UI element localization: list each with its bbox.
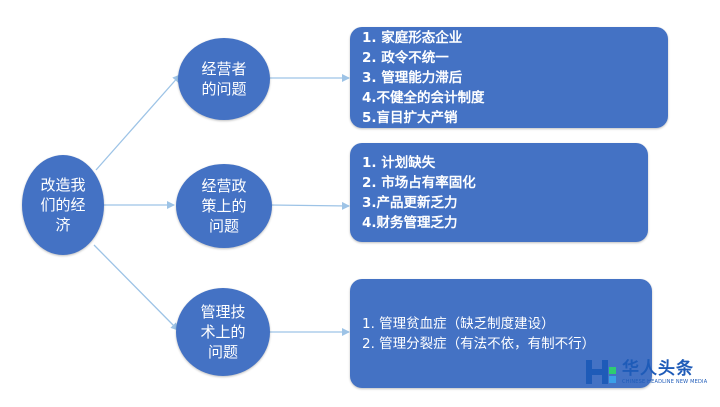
list-item: 2. 管理分裂症（有法不依，有制不行） (362, 335, 596, 352)
list-item: 1. 计划缺失 (362, 154, 436, 171)
branch-node-label: 经营者 的问题 (201, 60, 247, 98)
branch-node-label: 管理技 术上的 问题 (200, 303, 246, 361)
logo-name: 华人头条 (622, 358, 694, 379)
logo-icon (584, 357, 618, 387)
connector-branch-2-box (269, 201, 350, 210)
detail-box-manager-problems: 1. 家庭形态企业 2. 政令不统一 3. 管理能力滞后 4.不健全的会计制度 … (350, 27, 668, 128)
branch-node-label: 经营政 策上的 问题 (201, 177, 247, 235)
list-item: 2. 市场占有率固化 (362, 174, 476, 191)
list-item: 4.财务管理乏力 (362, 214, 458, 231)
root-node: 改造我 们的经 济 (22, 155, 104, 255)
branch-node-manager-problems: 经营者 的问题 (178, 38, 270, 120)
connector-root-branch-3 (93, 244, 179, 331)
connector-root-branch-1 (95, 74, 181, 171)
list-item: 1. 管理贫血症（缺乏制度建设） (362, 315, 555, 332)
branch-node-policy-problems: 经营政 策上的 问题 (176, 164, 272, 248)
logo-subtitle: CHINESE HEADLINE NEW MEDIA (622, 378, 708, 385)
list-item: 5.盲目扩大产销 (362, 109, 458, 126)
list-item: 1. 家庭形态企业 (362, 29, 463, 46)
root-node-label: 改造我 们的经 济 (40, 176, 86, 234)
branch-node-technique-problems: 管理技 术上的 问题 (176, 288, 270, 376)
detail-box-policy-problems: 1. 计划缺失 2. 市场占有率固化 3.产品更新乏力 4.财务管理乏力 (350, 143, 648, 242)
list-item: 2. 政令不统一 (362, 49, 449, 66)
list-item: 3.产品更新乏力 (362, 194, 458, 211)
list-item: 4.不健全的会计制度 (362, 89, 485, 106)
logo: 华人头条 CHINESE HEADLINE NEW MEDIA (584, 354, 707, 390)
list-item: 3. 管理能力滞后 (362, 69, 463, 86)
